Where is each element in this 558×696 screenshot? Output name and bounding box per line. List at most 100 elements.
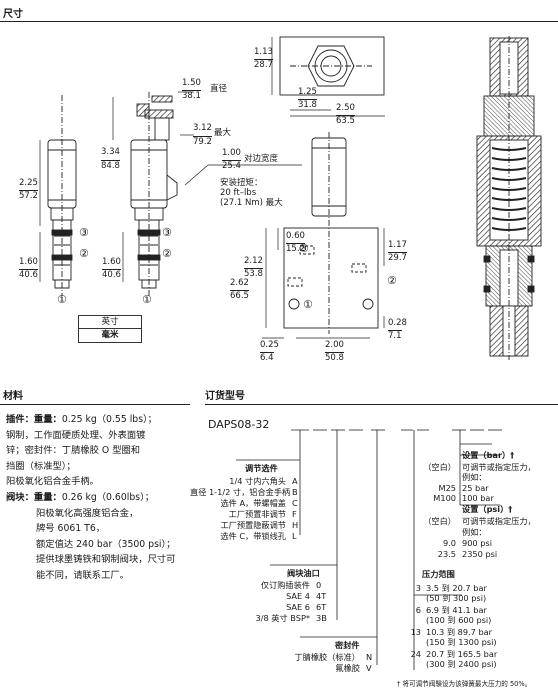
setpsi-opt-2-code: 9.0 <box>442 538 456 548</box>
port-2-label-body: ② <box>387 274 397 287</box>
port-1-label-body: ① <box>303 298 313 311</box>
dim-16-mm: 6.4 <box>260 352 274 363</box>
dim-7-in: 1.60 <box>102 257 121 267</box>
setting-bar-header: 设置（bar）† <box>462 450 515 460</box>
dim-12-mm: 53.8 <box>244 268 263 279</box>
pr-opt-1-l1: 6.9 到 41.1 bar <box>426 605 487 615</box>
legend-inch: 英寸 <box>79 316 141 329</box>
pr-opt-0-code: 3 <box>415 583 421 593</box>
body-view-front <box>283 132 379 334</box>
dim-9-mm: 31.8 <box>298 99 317 110</box>
dim-11-in: 0.60 <box>286 231 305 241</box>
adj-opt-1-text: 直径 1-1/2 寸，铝合金手柄 <box>190 487 291 497</box>
dim-11-mm: 15.2 <box>286 243 305 254</box>
dim-13-mm: 66.5 <box>230 290 249 301</box>
adj-opt-2-code: C <box>292 498 298 508</box>
dim-5-mm: 57.2 <box>19 190 38 201</box>
cartridge-label: 插件： <box>6 414 34 425</box>
adj-opt-5-code: L <box>292 531 297 541</box>
torque-line-3: (27.1 Nm) 最大 <box>220 198 283 208</box>
adj-opt-1-code: B <box>292 487 298 497</box>
dim-15-mm: 7.1 <box>388 330 402 341</box>
cartridge-line-3: 挡圈（标准型）； <box>6 460 76 472</box>
ordering-rule <box>205 404 558 405</box>
setbar-opt-3-text: 100 bar <box>462 493 494 503</box>
legend-mm: 毫米 <box>101 330 119 340</box>
dim-6-in: 1.60 <box>19 257 38 267</box>
cartridge-line-4: 阳极氧化铝合金手柄。 <box>6 476 99 488</box>
body-line-1: 阳极氧化高强度铝合金， <box>36 507 139 519</box>
adjustment-header: 调节选件 <box>245 463 278 473</box>
dim-14-mm: 29.7 <box>388 252 407 263</box>
body-line-0: 0.26 kg（0.60lbs）； <box>61 491 155 503</box>
footnote: † 将可调节阀験设为该弹簧最大压力的 50%。 <box>397 680 532 688</box>
dim-17-mm: 50.8 <box>325 352 344 363</box>
dim-10-in: 2.50 <box>336 103 355 113</box>
max-label-1: 最大 <box>214 128 232 138</box>
dim-2-mm: 79.2 <box>193 136 212 147</box>
pr-opt-3-l1: 20.7 到 165.5 bar <box>426 649 498 659</box>
materials-rule <box>0 404 190 405</box>
seal-opt-0-text: 丁腈橡胶（标准） <box>294 652 360 662</box>
seal-opt-1-text: 氟橡胶 <box>335 663 360 673</box>
dim-10-mm: 63.5 <box>336 115 355 126</box>
dim-14-in: 1.17 <box>388 240 407 250</box>
setpsi-opt-0-code: （空白） <box>423 516 456 526</box>
dim-5-in: 2.25 <box>19 178 38 188</box>
adj-opt-4-text: 工厂预置隐蔽调节 <box>220 520 286 530</box>
unit-legend: 英寸 毫米 <box>78 315 142 343</box>
port-opt-3-text: 3/8 英寸 BSP* <box>255 613 310 623</box>
port-3-label-a: ③ <box>79 226 89 239</box>
cartridge-view-b <box>130 92 178 296</box>
adj-opt-0-code: A <box>292 476 298 486</box>
cartridge-weight-label: 重量： <box>33 414 62 425</box>
port-header: 阀块油口 <box>287 568 320 578</box>
pr-opt-2-l1: 10.3 到 89.7 bar <box>426 627 493 637</box>
pr-opt-3-l2: (300 到 2400 psi) <box>426 659 497 669</box>
setpsi-opt-0-text: 可调节或指定压力， <box>462 516 536 526</box>
body-line-5: 能不同，请联系工厂。 <box>36 569 129 581</box>
body-line-2: 牌号 6061 T6， <box>36 523 106 535</box>
adj-opt-4-code: H <box>292 520 299 530</box>
ordering-title: 订货型号 <box>205 391 245 402</box>
dim-17-in: 2.00 <box>325 340 344 350</box>
setbar-opt-2-code: M25 <box>438 483 456 493</box>
dimension-drawings <box>39 36 542 360</box>
torque-line-2: 20 ft–lbs <box>220 188 257 198</box>
body-weight-label: 重量： <box>33 491 62 503</box>
dim-13-in: 2.62 <box>230 278 249 288</box>
pr-opt-1-l2: (100 到 600 psi) <box>426 615 492 625</box>
dim-9-in: 1.25 <box>298 87 317 97</box>
seal-opt-0-code: N <box>366 652 373 662</box>
port-3-label-body: ③ <box>299 242 309 255</box>
pr-opt-1-code: 6 <box>415 605 421 615</box>
port-opt-0-text: 仅订购插装件 <box>260 580 310 590</box>
setpsi-opt-1-text: 例如： <box>462 527 487 537</box>
pr-opt-2-code: 13 <box>410 627 421 637</box>
seal-header: 密封件 <box>335 640 360 650</box>
cross-section-view <box>476 36 542 360</box>
materials-text: 插件：重量：0.25 kg（0.55 lbs）； 钢制，工作面硬质处理、外表面镀… <box>6 412 196 584</box>
body-label: 阀块： <box>6 491 34 503</box>
port-1-label-a: ① <box>57 293 67 306</box>
cartridge-view-a <box>47 95 77 296</box>
cartridge-line-0: 0.25 kg（0.55 lbs）； <box>61 414 157 425</box>
port-opt-3-code: 3B <box>316 613 327 623</box>
dim-4-in: 1.00 <box>222 148 241 158</box>
dim-2-in: 3.12 <box>193 123 212 133</box>
seal-opt-1-code: V <box>366 663 372 673</box>
dim-16-in: 0.25 <box>260 340 279 350</box>
adj-opt-2-text: 选件 A，带螺帽盖 <box>220 498 286 508</box>
setpsi-opt-3-text: 2350 psi <box>462 549 498 559</box>
materials-title: 材料 <box>3 391 23 402</box>
setpsi-opt-2-text: 900 psi <box>462 538 492 548</box>
body-line-3: 额定值达 240 bar（3500 psi）； <box>36 538 176 550</box>
across-flats-label: 对边宽度 <box>244 154 279 164</box>
dim-1-mm: 38.1 <box>182 90 201 101</box>
port-opt-0-code: 0 <box>316 580 322 590</box>
setting-psi-header: 设置（psi）† <box>462 504 513 514</box>
port-opt-2-code: 6T <box>316 602 327 612</box>
pr-opt-3-code: 24 <box>410 649 421 659</box>
port-opt-2-text: SAE 6 <box>286 602 310 612</box>
dim-12-in: 2.12 <box>244 256 263 266</box>
